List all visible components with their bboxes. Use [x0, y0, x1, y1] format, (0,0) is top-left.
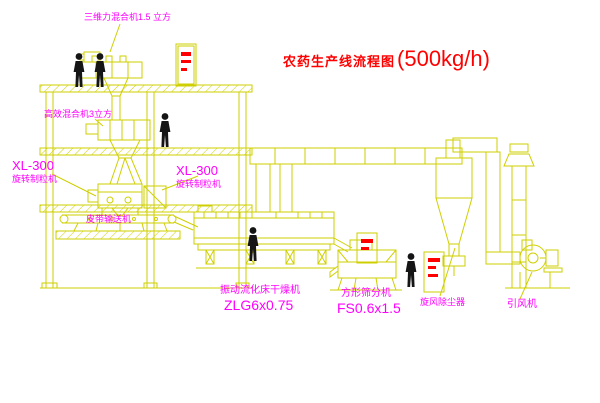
conveyor-foundation	[55, 230, 181, 240]
duct-system	[249, 147, 463, 213]
label-dryer-name: 振动流化床干燥机	[220, 285, 300, 296]
downcomer-pipe	[485, 151, 501, 253]
granulator-bin	[143, 185, 167, 209]
person-icon	[94, 53, 106, 87]
label-mid-mixer: 高效混合机3立方	[44, 109, 113, 119]
sieve-spout	[329, 265, 339, 278]
y-chute-right	[124, 157, 143, 185]
floor-slab-mid	[39, 147, 253, 156]
title-text: 农药生产线流程图	[283, 54, 396, 69]
control-cabinet-dryer	[356, 232, 378, 264]
label-granulator-left-name: 旋转制粒机	[12, 174, 58, 184]
induced-draft-fan	[505, 239, 570, 289]
cyclone-outlet-pipe	[452, 137, 498, 153]
belt-conveyor	[59, 214, 199, 232]
diagram-title: 农药生产线流程图 (500kg/h)	[283, 46, 490, 72]
control-cabinet-dust	[423, 251, 445, 293]
exhaust-stack	[503, 143, 535, 289]
floor-slab-top	[39, 84, 253, 93]
label-belt-conveyor: 皮带输送机	[86, 214, 132, 224]
label-top-mixer: 三维力混合机1.5 立方	[84, 12, 172, 22]
dryer-discharge-chute	[333, 237, 353, 249]
person-icon	[159, 113, 171, 147]
label-dryer-model: ZLG6x0.75	[224, 297, 294, 313]
person-icon	[405, 253, 417, 287]
label-granulator-center-model: XL-300	[176, 163, 218, 178]
leader-lines	[51, 23, 533, 300]
label-granulator-center-name: 旋转制粒机	[176, 179, 222, 189]
label-sieve-model: FS0.6x1.5	[337, 300, 401, 316]
y-chute-left	[109, 157, 126, 185]
person-icon	[73, 53, 85, 87]
granulator	[87, 183, 167, 217]
label-dust-collector: 旋风除尘器	[420, 297, 466, 307]
title-capacity: (500kg/h)	[397, 46, 490, 71]
fluid-bed-dryer	[193, 205, 353, 269]
control-cabinet-top	[175, 43, 197, 87]
label-sieve-name: 方形筛分机	[341, 288, 391, 299]
label-granulator-left-model: XL-300	[12, 158, 54, 173]
label-fan: 引风机	[507, 299, 537, 310]
